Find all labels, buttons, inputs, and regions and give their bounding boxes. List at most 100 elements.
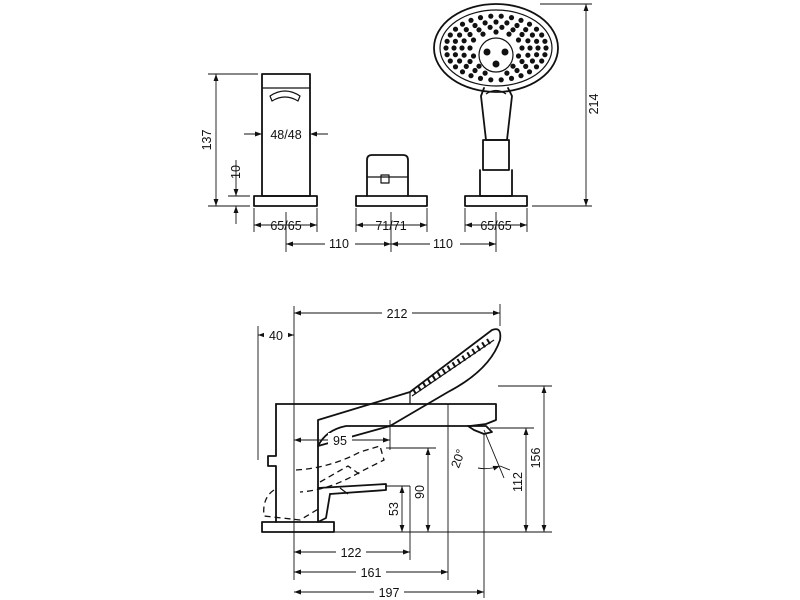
- nozzle: [539, 58, 545, 64]
- nozzle: [467, 45, 473, 51]
- nozzle: [514, 22, 520, 29]
- nozzle: [535, 45, 541, 51]
- nozzle: [542, 38, 548, 44]
- nozzle: [542, 52, 548, 58]
- nozzle: [523, 63, 529, 69]
- dim-label-212: 212: [387, 307, 408, 321]
- dim-label-20-degree: 20°: [448, 447, 468, 470]
- nozzle: [510, 63, 516, 69]
- nozzle: [498, 13, 504, 19]
- dim-label-65-65-hand: 65/65: [480, 219, 511, 233]
- nozzle: [476, 63, 482, 69]
- side-nozzle: [431, 375, 437, 382]
- side-nozzle: [436, 371, 442, 378]
- side-nozzle: [461, 355, 467, 362]
- nozzle: [499, 24, 505, 30]
- side-nozzle: [412, 388, 417, 395]
- nozzle: [472, 22, 478, 29]
- nozzle: [444, 38, 450, 44]
- nozzle: [457, 58, 463, 64]
- nozzle: [444, 52, 450, 58]
- nozzle: [493, 29, 499, 35]
- dim-label-10: 10: [229, 165, 243, 179]
- nozzle: [493, 19, 499, 25]
- dim-label-65-65-spout: 65/65: [270, 219, 301, 233]
- dim-label-110-right: 110: [433, 237, 453, 251]
- side-nozzle: [426, 378, 432, 385]
- nozzle: [504, 70, 510, 76]
- dim-label-214: 214: [587, 94, 601, 115]
- nozzle: [515, 37, 522, 43]
- nozzle: [452, 52, 458, 58]
- nozzle: [480, 31, 486, 37]
- hidden-handle-dashed: [263, 445, 385, 521]
- nozzle: [477, 15, 484, 21]
- side-nozzles: [412, 338, 491, 395]
- dim-label-112: 112: [511, 472, 525, 492]
- nozzle: [468, 17, 474, 23]
- dim-label-156: 156: [529, 448, 543, 469]
- dim-label-122: 122: [341, 546, 362, 560]
- nozzle: [463, 63, 469, 69]
- side-dimension-lines: [257, 304, 552, 598]
- side-nozzle: [417, 385, 422, 392]
- nozzle: [459, 69, 466, 75]
- nozzle: [467, 31, 473, 38]
- nozzle: [533, 26, 540, 32]
- side-view: 40 212 95 20° 53 90 112 156 122 161 197: [257, 304, 552, 600]
- dim-label-71-71: 71/71: [375, 219, 406, 233]
- hand-shower-side-view: [317, 328, 502, 447]
- nozzle: [488, 77, 494, 83]
- side-nozzle: [422, 381, 427, 388]
- nozzle: [443, 45, 449, 51]
- nozzle: [506, 31, 512, 37]
- nozzle: [519, 58, 525, 65]
- nozzle: [523, 27, 529, 33]
- nozzle: [534, 38, 540, 44]
- side-nozzle: [451, 361, 457, 368]
- side-nozzle: [446, 365, 452, 372]
- nozzle: [498, 77, 504, 83]
- nozzle: [472, 67, 478, 74]
- nozzle: [452, 64, 459, 70]
- spout-side-view: [261, 403, 497, 533]
- nozzle: [470, 37, 477, 43]
- nozzle: [470, 53, 477, 59]
- side-nozzle: [481, 341, 486, 348]
- nozzle: [463, 27, 469, 33]
- diverter-front-view: [355, 154, 428, 207]
- nozzle: [518, 73, 524, 79]
- side-nozzle: [476, 345, 481, 352]
- nozzle: [508, 15, 515, 21]
- dim-label-48-48: 48/48: [270, 128, 301, 142]
- nozzle: [519, 31, 525, 38]
- side-nozzle: [441, 368, 447, 375]
- nozzle: [508, 75, 515, 81]
- top-dimension-lines: [208, 3, 592, 252]
- nozzle: [467, 58, 473, 65]
- nozzle: [447, 58, 453, 64]
- nozzle: [510, 27, 516, 33]
- nozzle: [461, 38, 467, 44]
- nozzle: [525, 52, 531, 58]
- nozzle: [482, 20, 488, 26]
- nozzle: [527, 45, 533, 51]
- nozzle: [526, 69, 533, 75]
- hand-shower-front-view: [433, 3, 559, 207]
- nozzle: [543, 45, 549, 51]
- dim-label-161: 161: [361, 566, 382, 580]
- nozzle: [515, 53, 522, 59]
- shower-nozzles: [443, 13, 549, 83]
- dim-label-40: 40: [269, 329, 283, 343]
- side-nozzle: [486, 338, 491, 345]
- nozzle: [526, 21, 533, 27]
- nozzle: [534, 52, 540, 58]
- side-nozzle: [456, 358, 462, 365]
- nozzle: [529, 58, 536, 64]
- dim-label-53: 53: [387, 502, 401, 516]
- dim-label-197: 197: [379, 586, 400, 600]
- nozzle: [487, 24, 493, 30]
- nozzle: [451, 45, 457, 51]
- nozzle: [482, 70, 488, 76]
